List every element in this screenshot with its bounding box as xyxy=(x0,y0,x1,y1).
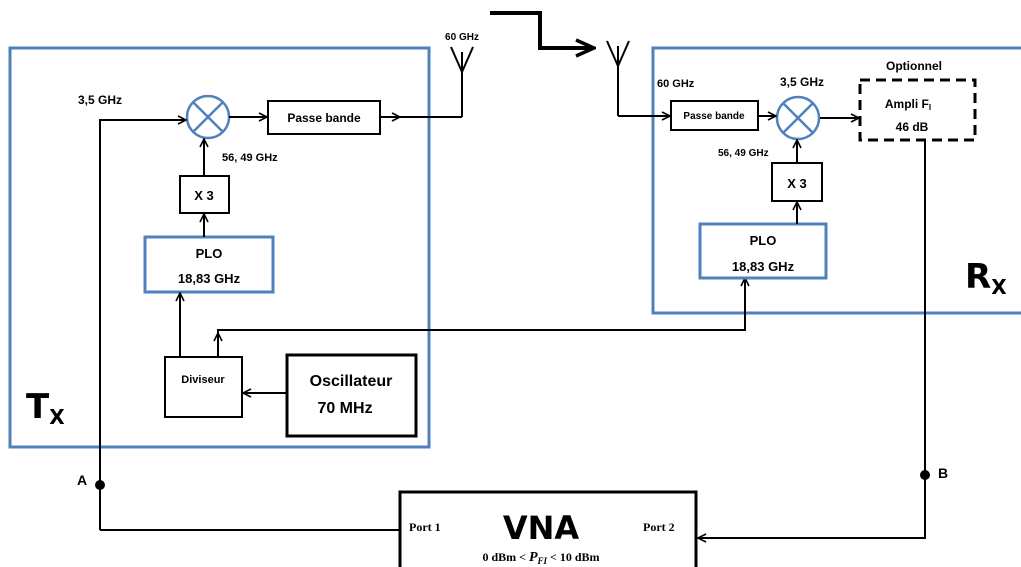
point-b-dot xyxy=(920,470,930,480)
rx-if-amplifier-box xyxy=(858,78,977,142)
rx-amp-name: Ampli FI xyxy=(885,97,931,112)
tx-antenna-icon xyxy=(450,46,474,117)
tx-osc-name: Oscillateur xyxy=(310,373,393,390)
tx-title: TX xyxy=(26,387,65,429)
rx-output-to-port2-wire xyxy=(698,140,926,538)
rx-plo-name: PLO xyxy=(750,233,777,248)
tx-plo-name: PLO xyxy=(196,246,223,261)
tx-antenna-freq-label: 60 GHz xyxy=(445,32,479,43)
point-b-label: B xyxy=(938,465,948,481)
tx-mixer-icon xyxy=(185,94,231,140)
vna-power-condition: 0 dBm < PFI < 10 dBm xyxy=(482,550,599,566)
rx-amp-name-main: Ampli F xyxy=(885,97,929,111)
vna-cond-right: < 10 dBm xyxy=(550,550,600,564)
tx-if-input-wire xyxy=(99,120,186,530)
vna-port2-label: Port 2 xyxy=(643,520,675,534)
vna-cond-left: 0 dBm < xyxy=(482,550,526,564)
rx-frame xyxy=(651,46,1021,315)
tx-oscillator-box xyxy=(285,353,418,438)
tx-plo-freq: 18,83 GHz xyxy=(178,271,241,286)
rx-antenna-icon xyxy=(606,40,630,116)
tx-divider-box xyxy=(164,356,243,418)
rx-lo-freq-label: 56, 49 GHz xyxy=(718,148,769,159)
rx-multiplier-label: X 3 xyxy=(787,176,807,191)
tx-osc-freq: 70 MHz xyxy=(317,400,372,417)
tx-bandpass-label: Passe bande xyxy=(287,111,361,125)
rx-amp-name-sub: I xyxy=(929,103,931,112)
rx-title-main: R xyxy=(965,257,991,297)
rx-plo-box xyxy=(698,222,828,280)
vna-cond-var-sub: FI xyxy=(537,556,548,566)
tx-frame xyxy=(8,46,431,449)
tx-divider-label: Diviseur xyxy=(181,374,225,386)
tx-title-main: T xyxy=(26,387,50,427)
rx-mixer-icon xyxy=(775,95,821,141)
rx-optional-label: Optionnel xyxy=(886,59,942,73)
tx-if-freq-label: 3,5 GHz xyxy=(78,93,122,107)
vna-box xyxy=(398,490,698,567)
rx-plo-freq: 18,83 GHz xyxy=(732,259,795,274)
rx-title: RX xyxy=(965,257,1007,299)
rx-amp-gain: 46 dB xyxy=(896,120,929,134)
tx-title-sub: X xyxy=(49,405,65,429)
vna-port1-label: Port 1 xyxy=(409,520,441,534)
rx-rf-freq-label: 60 GHz xyxy=(657,78,695,90)
point-a-label: A xyxy=(77,472,87,488)
rx-bandpass-label: Passe bande xyxy=(683,111,745,122)
tx-lo-freq-label: 56, 49 GHz xyxy=(222,152,278,164)
vna-title: VNA xyxy=(503,509,580,547)
wireless-link-arrow xyxy=(490,11,594,48)
divider-to-rx-plo-wire xyxy=(217,278,745,357)
rx-if-freq-label: 3,5 GHz xyxy=(780,75,824,89)
point-a-dot xyxy=(95,480,105,490)
vna-cond-var: P xyxy=(529,550,538,565)
rx-title-sub: X xyxy=(991,275,1007,299)
tx-plo-box xyxy=(143,235,275,294)
tx-multiplier-label: X 3 xyxy=(194,188,214,203)
